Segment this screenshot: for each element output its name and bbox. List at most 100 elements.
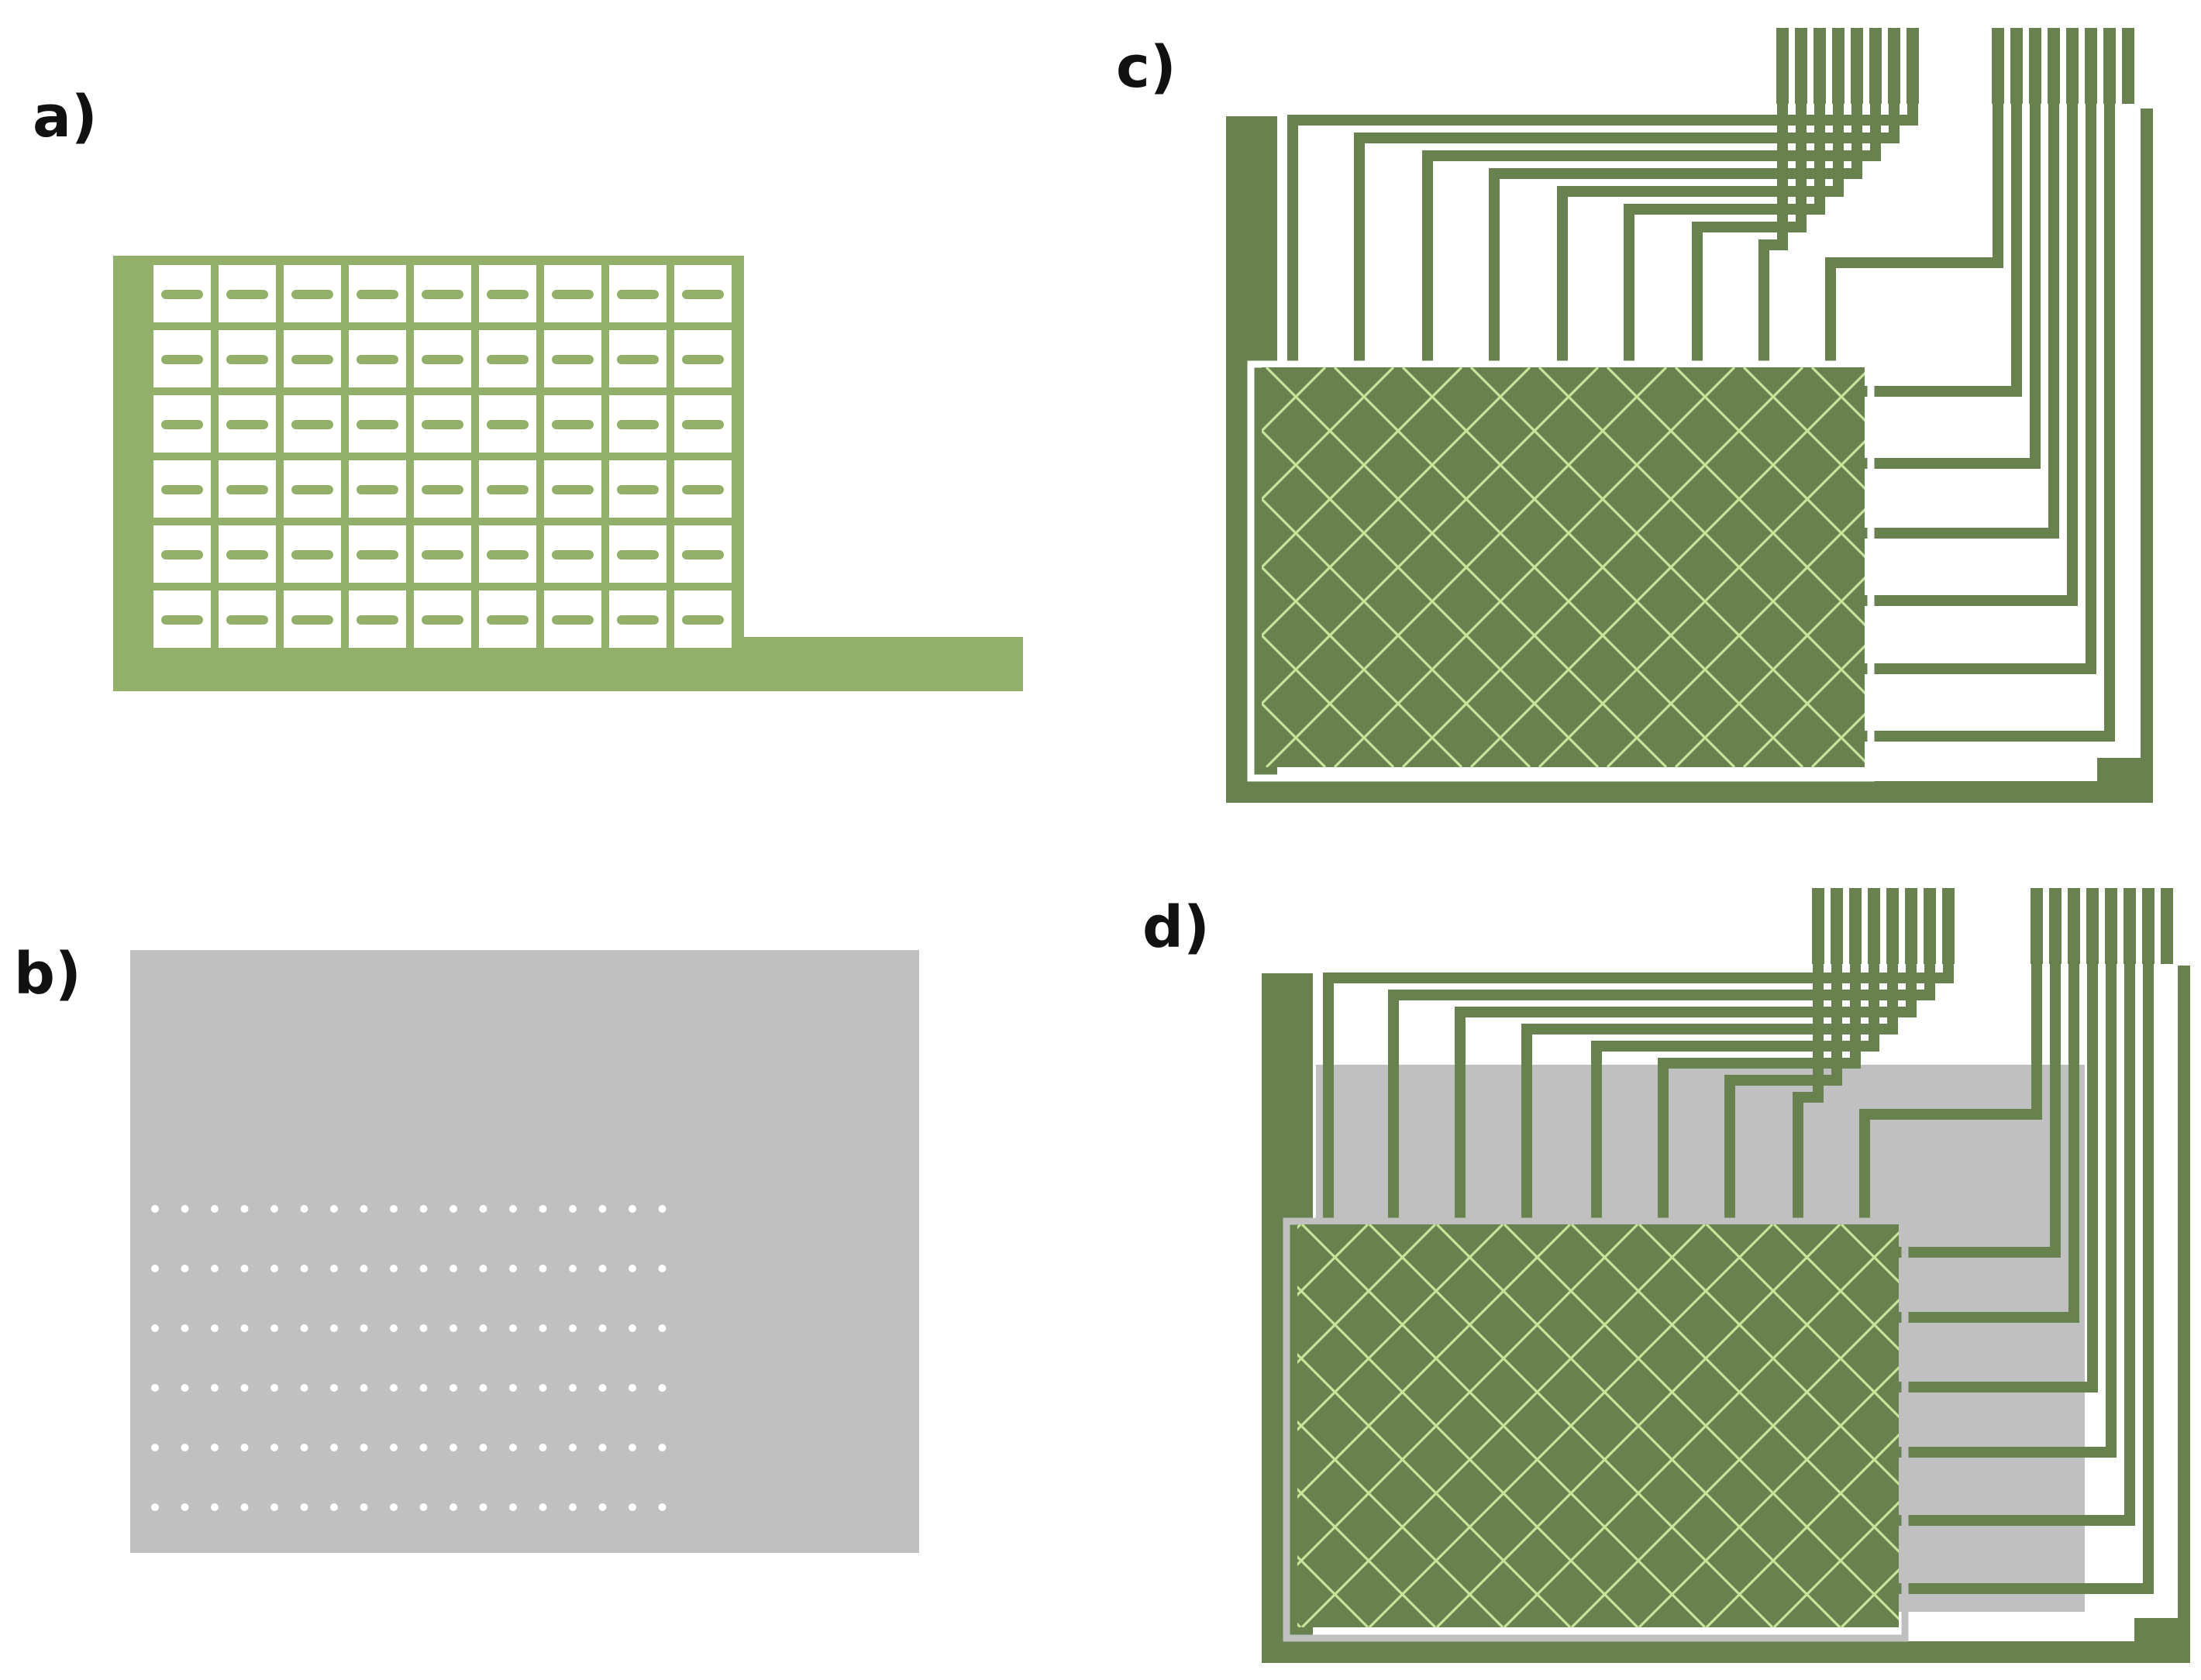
via-dot: [569, 1444, 577, 1451]
electrode-pad: [487, 420, 529, 429]
via-dot: [658, 1503, 666, 1511]
via-dot: [629, 1503, 636, 1511]
connector-pad: [1868, 888, 1880, 964]
mesh-line: [857, 367, 1257, 767]
connector-pad: [2029, 28, 2041, 104]
via-dot: [598, 1503, 607, 1511]
via-dot: [479, 1444, 487, 1451]
mesh-line: [721, 367, 1121, 767]
connector-pad: [2010, 28, 2023, 104]
signal-traces: [1287, 104, 2115, 742]
via-dot: [330, 1265, 338, 1272]
via-dot: [300, 1503, 308, 1511]
connector-pad: [1924, 888, 1936, 964]
electrode-pad: [422, 615, 463, 625]
electrode-pad: [161, 485, 203, 494]
connector-pad: [1851, 28, 1863, 104]
via-dot: [270, 1265, 278, 1272]
mesh-line: [721, 367, 1121, 767]
signal-trace: [1591, 964, 1879, 1224]
panel-label-a: a): [33, 84, 98, 150]
via-dot: [360, 1324, 368, 1332]
via-dot: [598, 1444, 607, 1451]
via-dot: [569, 1265, 577, 1272]
via-dot: [151, 1444, 159, 1451]
via-dot: [240, 1324, 249, 1332]
electrode-pad: [617, 550, 659, 559]
via-dot: [629, 1324, 636, 1332]
mesh-border: [1247, 360, 1875, 782]
signal-trace: [1422, 104, 1881, 367]
mesh-line: [1262, 367, 1600, 706]
via-dot: [598, 1384, 607, 1392]
connector-pad: [1888, 28, 1900, 104]
via-dot: [360, 1265, 368, 1272]
via-dot: [509, 1384, 517, 1392]
via-dot: [539, 1503, 547, 1511]
signal-trace: [1865, 104, 2078, 606]
electrode-pad: [617, 420, 659, 429]
via-dot: [390, 1503, 398, 1511]
via-dot: [240, 1444, 249, 1451]
via-dot: [390, 1265, 398, 1272]
via-dot: [211, 1444, 219, 1451]
via-dot: [330, 1384, 338, 1392]
via-dot: [151, 1503, 159, 1511]
via-dot: [479, 1324, 487, 1332]
signal-trace: [1624, 104, 1825, 367]
via-dot: [270, 1444, 278, 1451]
connector-pad: [2103, 28, 2116, 104]
connector-pad: [2142, 888, 2154, 964]
connector-pad: [1886, 888, 1899, 964]
mesh-line: [1469, 371, 1865, 767]
electrode-pad: [291, 355, 333, 364]
connector-pad: [2105, 888, 2117, 964]
connector-pad: [2030, 888, 2043, 964]
signal-trace: [1865, 104, 2096, 674]
connector-pad: [1906, 28, 1919, 104]
via-dot: [390, 1444, 398, 1451]
via-dot: [419, 1384, 428, 1392]
signal-trace: [1557, 104, 1844, 367]
signal-trace: [1859, 964, 2042, 1224]
electrode-pad: [356, 485, 398, 494]
electrode-pad: [422, 485, 463, 494]
signal-trace: [1899, 964, 2117, 1458]
connector-pad: [2122, 28, 2134, 104]
mesh-line: [1638, 1365, 1899, 1627]
via-dot: [330, 1324, 338, 1332]
via-dot: [539, 1324, 547, 1332]
electrode-pad: [226, 355, 268, 364]
signal-trace: [1692, 104, 1807, 367]
signal-trace: [1899, 964, 2154, 1594]
mesh-line: [1297, 1224, 1302, 1230]
via-dot: [211, 1205, 219, 1213]
electrode-pad: [422, 550, 463, 559]
electrode-pad: [356, 615, 398, 625]
electrode-pad: [682, 485, 724, 494]
via-dot: [419, 1444, 428, 1451]
mesh-line: [1262, 367, 1463, 570]
via-dot: [330, 1205, 338, 1213]
connector-pad: [1831, 888, 1843, 964]
via-dot: [360, 1384, 368, 1392]
electrode-pad: [617, 615, 659, 625]
panel-label-d: d): [1142, 894, 1210, 961]
mesh-line: [1742, 367, 1865, 491]
via-dot: [181, 1444, 189, 1451]
signal-trace: [1825, 104, 2003, 367]
via-dot: [509, 1265, 517, 1272]
mesh-line: [1265, 367, 1668, 767]
mesh-fill: [1297, 1224, 1899, 1627]
signal-trace: [1865, 104, 2041, 469]
via-dot: [390, 1384, 398, 1392]
signal-trace: [1899, 964, 2061, 1258]
signal-trace: [1455, 964, 1917, 1224]
connector-pad: [1849, 888, 1862, 964]
mesh-line: [1401, 367, 1804, 767]
via-dot: [390, 1324, 398, 1332]
mesh-lines: [721, 367, 1865, 767]
via-dot: [509, 1503, 517, 1511]
via-dot: [598, 1265, 607, 1272]
